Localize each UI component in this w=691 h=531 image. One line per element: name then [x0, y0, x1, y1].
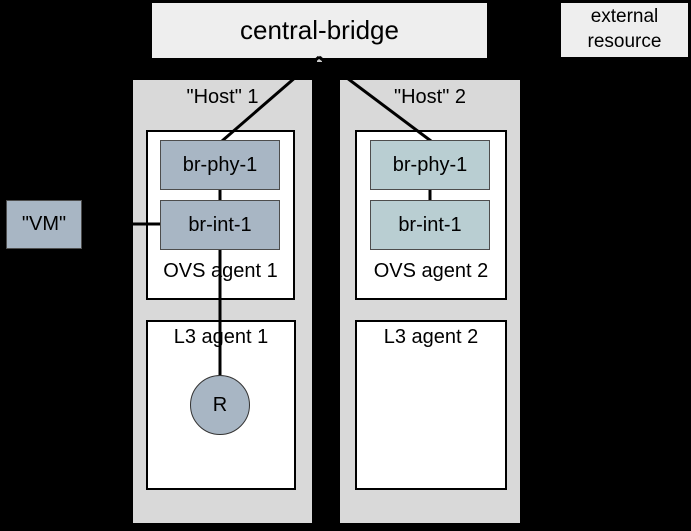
central-bridge-node: central-bridge: [152, 3, 487, 58]
external-resource-label: external resource: [587, 6, 662, 52]
router-label: R: [212, 393, 228, 416]
ovs-agent-2-label: OVS agent 2: [373, 260, 489, 282]
central-bridge-label: central-bridge: [240, 15, 399, 45]
host-1-br-phy-label: br-phy-1: [182, 153, 258, 176]
l3-agent-1-label: L3 agent 1: [173, 326, 269, 348]
host-2-br-phy-label: br-phy-1: [392, 153, 468, 176]
host-2-title: "Host" 2: [393, 86, 466, 108]
host-2-br-int-label: br-int-1: [398, 213, 462, 236]
vm-label: "VM": [21, 213, 67, 235]
router-node: R: [190, 375, 250, 435]
vm-node: "VM": [6, 200, 82, 249]
l3-agent-2-box: [355, 320, 507, 490]
external-resource-node: external resource: [561, 3, 688, 57]
ovs-agent-1-label: OVS agent 1: [163, 260, 278, 282]
host-2-br-int-node: br-int-1: [370, 200, 490, 250]
host-1-br-phy-node: br-phy-1: [160, 140, 280, 190]
host-1-br-int-label: br-int-1: [188, 213, 252, 236]
host-1-br-int-node: br-int-1: [160, 200, 280, 250]
host-2-br-phy-node: br-phy-1: [370, 140, 490, 190]
l3-agent-2-label: L3 agent 2: [383, 326, 479, 348]
host-1-title: "Host" 1: [186, 86, 259, 108]
